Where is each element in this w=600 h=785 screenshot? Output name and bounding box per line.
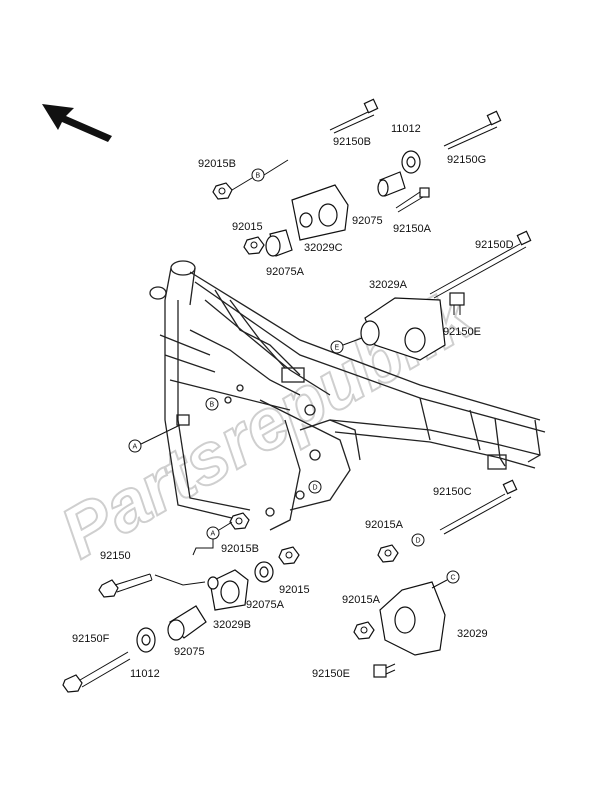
bracket-32029	[379, 581, 446, 656]
label-11012-bottom: 11012	[130, 668, 160, 680]
nut-92015A-bottom	[353, 621, 375, 640]
svg-text:A: A	[133, 444, 138, 451]
label-92075-bottom: 92075	[174, 646, 205, 658]
label-92075A-bottom: 92075A	[246, 599, 285, 611]
bracket-32029B	[207, 569, 249, 611]
rubber-92075-bottom	[167, 605, 207, 641]
svg-text:A: A	[211, 531, 216, 538]
nut-92015B-top	[212, 182, 233, 200]
label-92075-top: 92075	[352, 215, 383, 227]
bolt-92150C	[439, 479, 518, 535]
callout-b-top: B	[231, 159, 289, 191]
label-92150D: 92150D	[475, 239, 514, 251]
label-92015-bottom: 92015	[279, 584, 310, 596]
bolt-92150	[98, 573, 206, 598]
label-92015A-bottom: 92015A	[342, 594, 381, 606]
part-labels: 92015B 92150B 11012 92150G 92015 32029C …	[72, 123, 514, 680]
label-92015A-mid: 92015A	[365, 519, 404, 531]
label-92150C: 92150C	[433, 486, 472, 498]
callout-d-mid: D	[411, 533, 425, 547]
rubber-92075-top	[377, 171, 406, 197]
nut-92015B-bottom	[229, 512, 250, 530]
label-92150: 92150	[100, 550, 131, 562]
nut-92015A-mid	[377, 544, 399, 563]
bolt-92150G	[443, 110, 502, 150]
bolt-92150D	[429, 230, 532, 299]
svg-text:D: D	[313, 485, 318, 492]
callout-d-frame: D	[308, 480, 322, 494]
label-92150B: 92150B	[333, 136, 371, 148]
washer-11012-bottom	[136, 627, 156, 653]
label-92015-top: 92015	[232, 221, 263, 233]
washer-11012-top	[401, 150, 421, 174]
svg-text:B: B	[210, 402, 215, 409]
svg-text:C: C	[451, 575, 456, 582]
label-92150G: 92150G	[447, 154, 486, 166]
direction-arrow-icon	[42, 104, 112, 142]
callout-b-frame: B	[205, 397, 219, 411]
label-32029B: 32029B	[213, 619, 251, 631]
bolt-92150F	[62, 651, 131, 693]
bolt-92150E-top	[449, 292, 465, 315]
svg-text:E: E	[335, 345, 340, 352]
bolt-92150E-bottom	[373, 663, 396, 678]
label-32029: 32029	[457, 628, 488, 640]
motorcycle-frame	[149, 260, 546, 531]
label-92150F: 92150F	[72, 633, 110, 645]
nut-92015-bottom	[278, 546, 300, 565]
label-92075A-top: 92075A	[266, 266, 305, 278]
label-92150E-bottom: 92150E	[312, 668, 350, 680]
svg-text:B: B	[256, 173, 261, 180]
label-11012-top: 11012	[391, 123, 421, 135]
svg-text:D: D	[416, 538, 421, 545]
label-92150A: 92150A	[393, 223, 432, 235]
label-32029C: 32029C	[304, 242, 343, 254]
label-32029A: 32029A	[369, 279, 408, 291]
bolt-92150A	[395, 187, 430, 213]
bracket-32029A	[360, 297, 446, 361]
callout-c: C	[431, 570, 460, 589]
callout-a-bottom: A	[192, 521, 233, 556]
rubber-92075A-top	[265, 229, 293, 257]
label-92015B-top: 92015B	[198, 158, 236, 170]
rubber-92075A-bottom	[254, 561, 274, 583]
label-92015B-bottom: 92015B	[221, 543, 259, 555]
callout-a-frame: A	[128, 424, 181, 453]
nut-92015-top	[243, 236, 265, 255]
callout-e: E	[330, 337, 363, 354]
bracket-32029C	[291, 184, 349, 241]
label-92150E-top: 92150E	[443, 326, 481, 338]
bolt-92150B	[329, 98, 379, 134]
